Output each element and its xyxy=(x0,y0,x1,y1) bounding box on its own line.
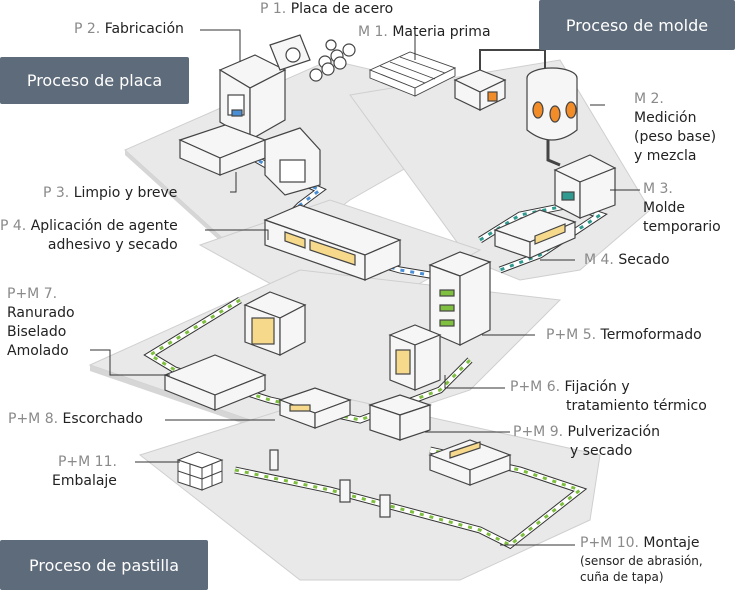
grinding-machine-icon xyxy=(163,291,307,411)
label-p3: P 3. Limpio y breve xyxy=(43,184,177,203)
boxes-icon xyxy=(176,451,224,491)
label-p1: P 1. Placa de acero xyxy=(260,0,393,19)
label-m1-text: Materia prima xyxy=(392,24,491,40)
label-pm6: P+M 6. Fijación y tratamiento térmico xyxy=(510,378,707,416)
label-pm6-line2: tratamiento térmico xyxy=(566,398,707,414)
scorching-oven-icon xyxy=(278,387,352,429)
oven-icon xyxy=(263,204,402,281)
label-pm6-line1: Fijación y xyxy=(564,379,630,395)
label-m2-line2: (peso base) xyxy=(634,129,717,145)
label-p4-line1: Aplicación de agente xyxy=(30,218,178,234)
label-m1: M 1. Materia prima xyxy=(358,23,491,42)
label-p1-text: Placa de acero xyxy=(290,1,394,17)
label-pm10-line3: cuña de tapa) xyxy=(580,570,664,584)
platform-middle-edge xyxy=(90,365,250,426)
label-pm9-line1: Pulverización xyxy=(567,424,660,440)
label-pm10-code: P+M 10. xyxy=(580,535,639,551)
label-pm10: P+M 10. Montaje (sensor de abrasión, cuñ… xyxy=(580,534,703,585)
label-pm7-line2: Biselado xyxy=(7,324,67,340)
label-m2-code: M 2. xyxy=(634,91,664,107)
label-pm9-line2: y secado xyxy=(570,443,633,459)
label-pm6-code: P+M 6. xyxy=(510,379,561,395)
label-pm5-text: Termoformado xyxy=(600,327,702,343)
raw-material-blocks-icon xyxy=(368,51,457,97)
press-machine-icon xyxy=(218,34,311,142)
heat-treatment-oven-icon xyxy=(388,324,442,391)
label-pm8-text: Escorchado xyxy=(62,411,143,427)
steel-coil-icon xyxy=(309,39,356,82)
tag-pad-process: Proceso de pastilla xyxy=(0,540,208,590)
label-pm10-line1: Montaje xyxy=(643,535,700,551)
label-pm9: P+M 9. Pulverización y secado xyxy=(513,423,660,461)
platform-plate-edge xyxy=(125,150,230,250)
label-m4-code: M 4. xyxy=(584,252,614,268)
label-m2-line3: y mezcla xyxy=(634,148,697,164)
label-p3-code: P 3. xyxy=(43,185,70,201)
label-m4: M 4. Secado xyxy=(584,251,670,270)
label-pm11-line1: Embalaje xyxy=(52,473,117,489)
label-m2: M 2. Medición (peso base) y mezcla xyxy=(634,90,716,166)
label-pm11: P+M 11. Embalaje xyxy=(52,453,117,491)
label-pm5: P+M 5. Termoformado xyxy=(546,326,702,345)
tag-mold-process: Proceso de molde xyxy=(539,0,735,50)
label-m3: M 3. Molde temporario xyxy=(643,180,721,237)
label-p4-code: P 4. xyxy=(0,218,27,234)
label-m3-line2: temporario xyxy=(643,219,721,235)
label-p4: P 4. Aplicación de agente adhesivo y sec… xyxy=(0,217,178,255)
label-pm8-code: P+M 8. xyxy=(8,411,59,427)
spray-machine-icon xyxy=(368,394,432,441)
label-pm5-code: P+M 5. xyxy=(546,327,597,343)
assembly-robot-icon xyxy=(269,439,512,518)
drying-oven-icon xyxy=(493,209,577,259)
label-p1-code: P 1. xyxy=(260,1,287,17)
label-pm7-code: P+M 7. xyxy=(7,286,58,302)
label-m2-line1: Medición xyxy=(634,110,697,126)
cleaning-machine-icon xyxy=(178,124,321,196)
label-p4-line2: adhesivo y secado xyxy=(47,237,178,253)
label-p3-text: Limpio y breve xyxy=(73,185,178,201)
label-pm10-line2: (sensor de abrasión, xyxy=(580,554,703,568)
tag-plate-process: Proceso de placa xyxy=(0,57,189,104)
mixer-tank-icon xyxy=(526,67,578,167)
label-pm7: P+M 7. Ranurado Biselado Amolado xyxy=(7,285,75,361)
label-p2: P 2. Fabricación xyxy=(74,20,184,39)
label-pm11-code: P+M 11. xyxy=(57,454,117,470)
leader-lines xyxy=(90,29,640,546)
label-m4-text: Secado xyxy=(618,252,670,268)
label-pm7-line1: Ranurado xyxy=(7,305,75,321)
thermoforming-machine-icon xyxy=(428,251,492,346)
label-pm9-code: P+M 9. xyxy=(513,424,564,440)
label-m3-line1: Molde xyxy=(643,200,686,216)
label-p2-code: P 2. xyxy=(74,21,101,37)
label-m3-code: M 3. xyxy=(643,181,673,197)
label-m1-code: M 1. xyxy=(358,24,388,40)
mixer-machine-icon xyxy=(453,49,546,111)
label-p2-text: Fabricación xyxy=(104,21,184,37)
label-pm7-line3: Amolado xyxy=(7,343,69,359)
label-pm8: P+M 8. Escorchado xyxy=(8,410,143,429)
mold-press-icon xyxy=(553,154,617,219)
